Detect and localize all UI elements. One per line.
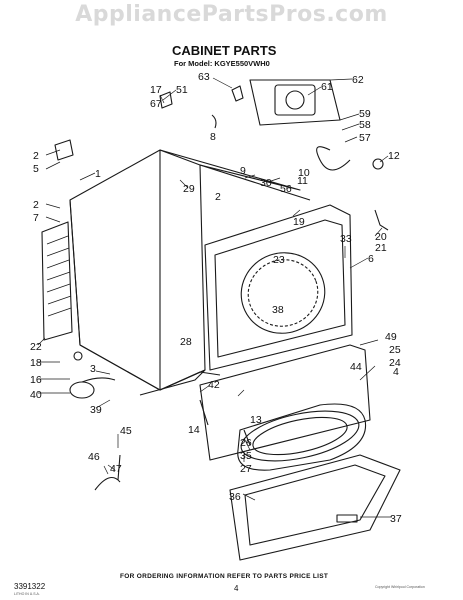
- small-print-right: Copyright Whirlpool Corporation: [375, 585, 425, 589]
- callout-5: 5: [33, 163, 39, 175]
- door-glass: [240, 410, 360, 462]
- callout-58: 58: [359, 119, 371, 131]
- hinge-bracket: [54, 139, 74, 161]
- callout-9: 9: [240, 165, 246, 177]
- rear-panel: [41, 221, 73, 341]
- leveling-leg: [73, 351, 83, 361]
- cabinet-top-rail: [159, 149, 301, 191]
- callout-4: 4: [393, 366, 399, 378]
- door-window-frame: [237, 403, 367, 471]
- callout-26: 26: [240, 437, 252, 449]
- screw-14: [199, 399, 209, 426]
- callout-36: 36: [229, 491, 241, 503]
- callout-20: 20: [375, 231, 387, 243]
- model-number: For Model: KGYE550VWH0: [174, 59, 270, 68]
- callout-33: 33: [340, 233, 352, 245]
- door-switch: [372, 158, 384, 170]
- callout-25: 25: [389, 344, 401, 356]
- door-opening: [240, 252, 326, 334]
- callout-40: 40: [30, 389, 42, 401]
- callout-49: 49: [385, 331, 397, 343]
- callout-39: 39: [90, 404, 102, 416]
- callout-38: 38: [272, 304, 284, 316]
- page-number: 4: [234, 584, 239, 593]
- callout-23: 23: [273, 254, 285, 266]
- callout-3: 3: [90, 363, 96, 375]
- callout-7: 7: [33, 212, 39, 224]
- callout-12: 12: [388, 150, 400, 162]
- watermark: AppliancePartsPros.com: [75, 2, 388, 27]
- callout-62: 62: [352, 74, 364, 86]
- ordering-info-note: FOR ORDERING INFORMATION REFER TO PARTS …: [120, 573, 329, 580]
- callout-63: 63: [198, 71, 210, 83]
- callout-19: 19: [293, 216, 305, 228]
- callout-27: 27: [240, 463, 252, 475]
- callout-29: 29: [183, 183, 195, 195]
- front-panel: [204, 204, 353, 371]
- cabinet-left-side: [69, 149, 161, 391]
- callout-46: 46: [88, 451, 100, 463]
- callout-44: 44: [350, 361, 362, 373]
- callout-11: 11: [297, 175, 308, 187]
- door-handle: [336, 514, 358, 523]
- motor-assembly: [274, 84, 316, 116]
- callout-59: 59: [359, 108, 371, 120]
- diagram-title: CABINET PARTS: [172, 43, 277, 58]
- callout-8: 8: [210, 131, 216, 143]
- callout-10: 10: [298, 167, 310, 179]
- callout-30: 30: [260, 177, 272, 189]
- callout-45: 45: [120, 425, 132, 437]
- callout-1: 1: [95, 168, 101, 180]
- callout-16: 16: [30, 374, 42, 386]
- callout-18: 18: [30, 357, 42, 369]
- callout-2: 2: [215, 191, 221, 203]
- screw-45: [117, 454, 121, 481]
- callout-22: 22: [30, 341, 42, 353]
- callout-28: 28: [180, 336, 192, 348]
- wire-46: [94, 476, 121, 491]
- callout-57: 57: [359, 132, 371, 144]
- door-inner-panel: [229, 454, 401, 561]
- callout-51: 51: [176, 84, 188, 96]
- callout-35: 35: [240, 450, 252, 462]
- callout-37: 37: [390, 513, 402, 525]
- door-latch: [374, 209, 389, 231]
- callout-21: 21: [375, 242, 387, 254]
- callout-42: 42: [208, 379, 220, 391]
- cabinet-base: [79, 344, 206, 396]
- callout-47: 47: [110, 463, 122, 475]
- callout-56: 56: [280, 183, 292, 195]
- small-print-left: LITHO IN U.S.A.: [14, 592, 40, 596]
- callout-13: 13: [250, 414, 262, 426]
- power-cord: [69, 381, 95, 399]
- callout-17: 17: [150, 84, 162, 96]
- callout-2: 2: [33, 150, 39, 162]
- door-outer-panel: [199, 344, 371, 461]
- callout-67: 67: [150, 98, 162, 110]
- callout-61: 61: [321, 81, 333, 93]
- callout-6: 6: [368, 253, 374, 265]
- callout-24: 24: [389, 357, 401, 369]
- wire-harness: [316, 146, 351, 171]
- callout-14: 14: [188, 424, 200, 436]
- document-number: 3391322: [14, 582, 46, 591]
- callout-2: 2: [33, 199, 39, 211]
